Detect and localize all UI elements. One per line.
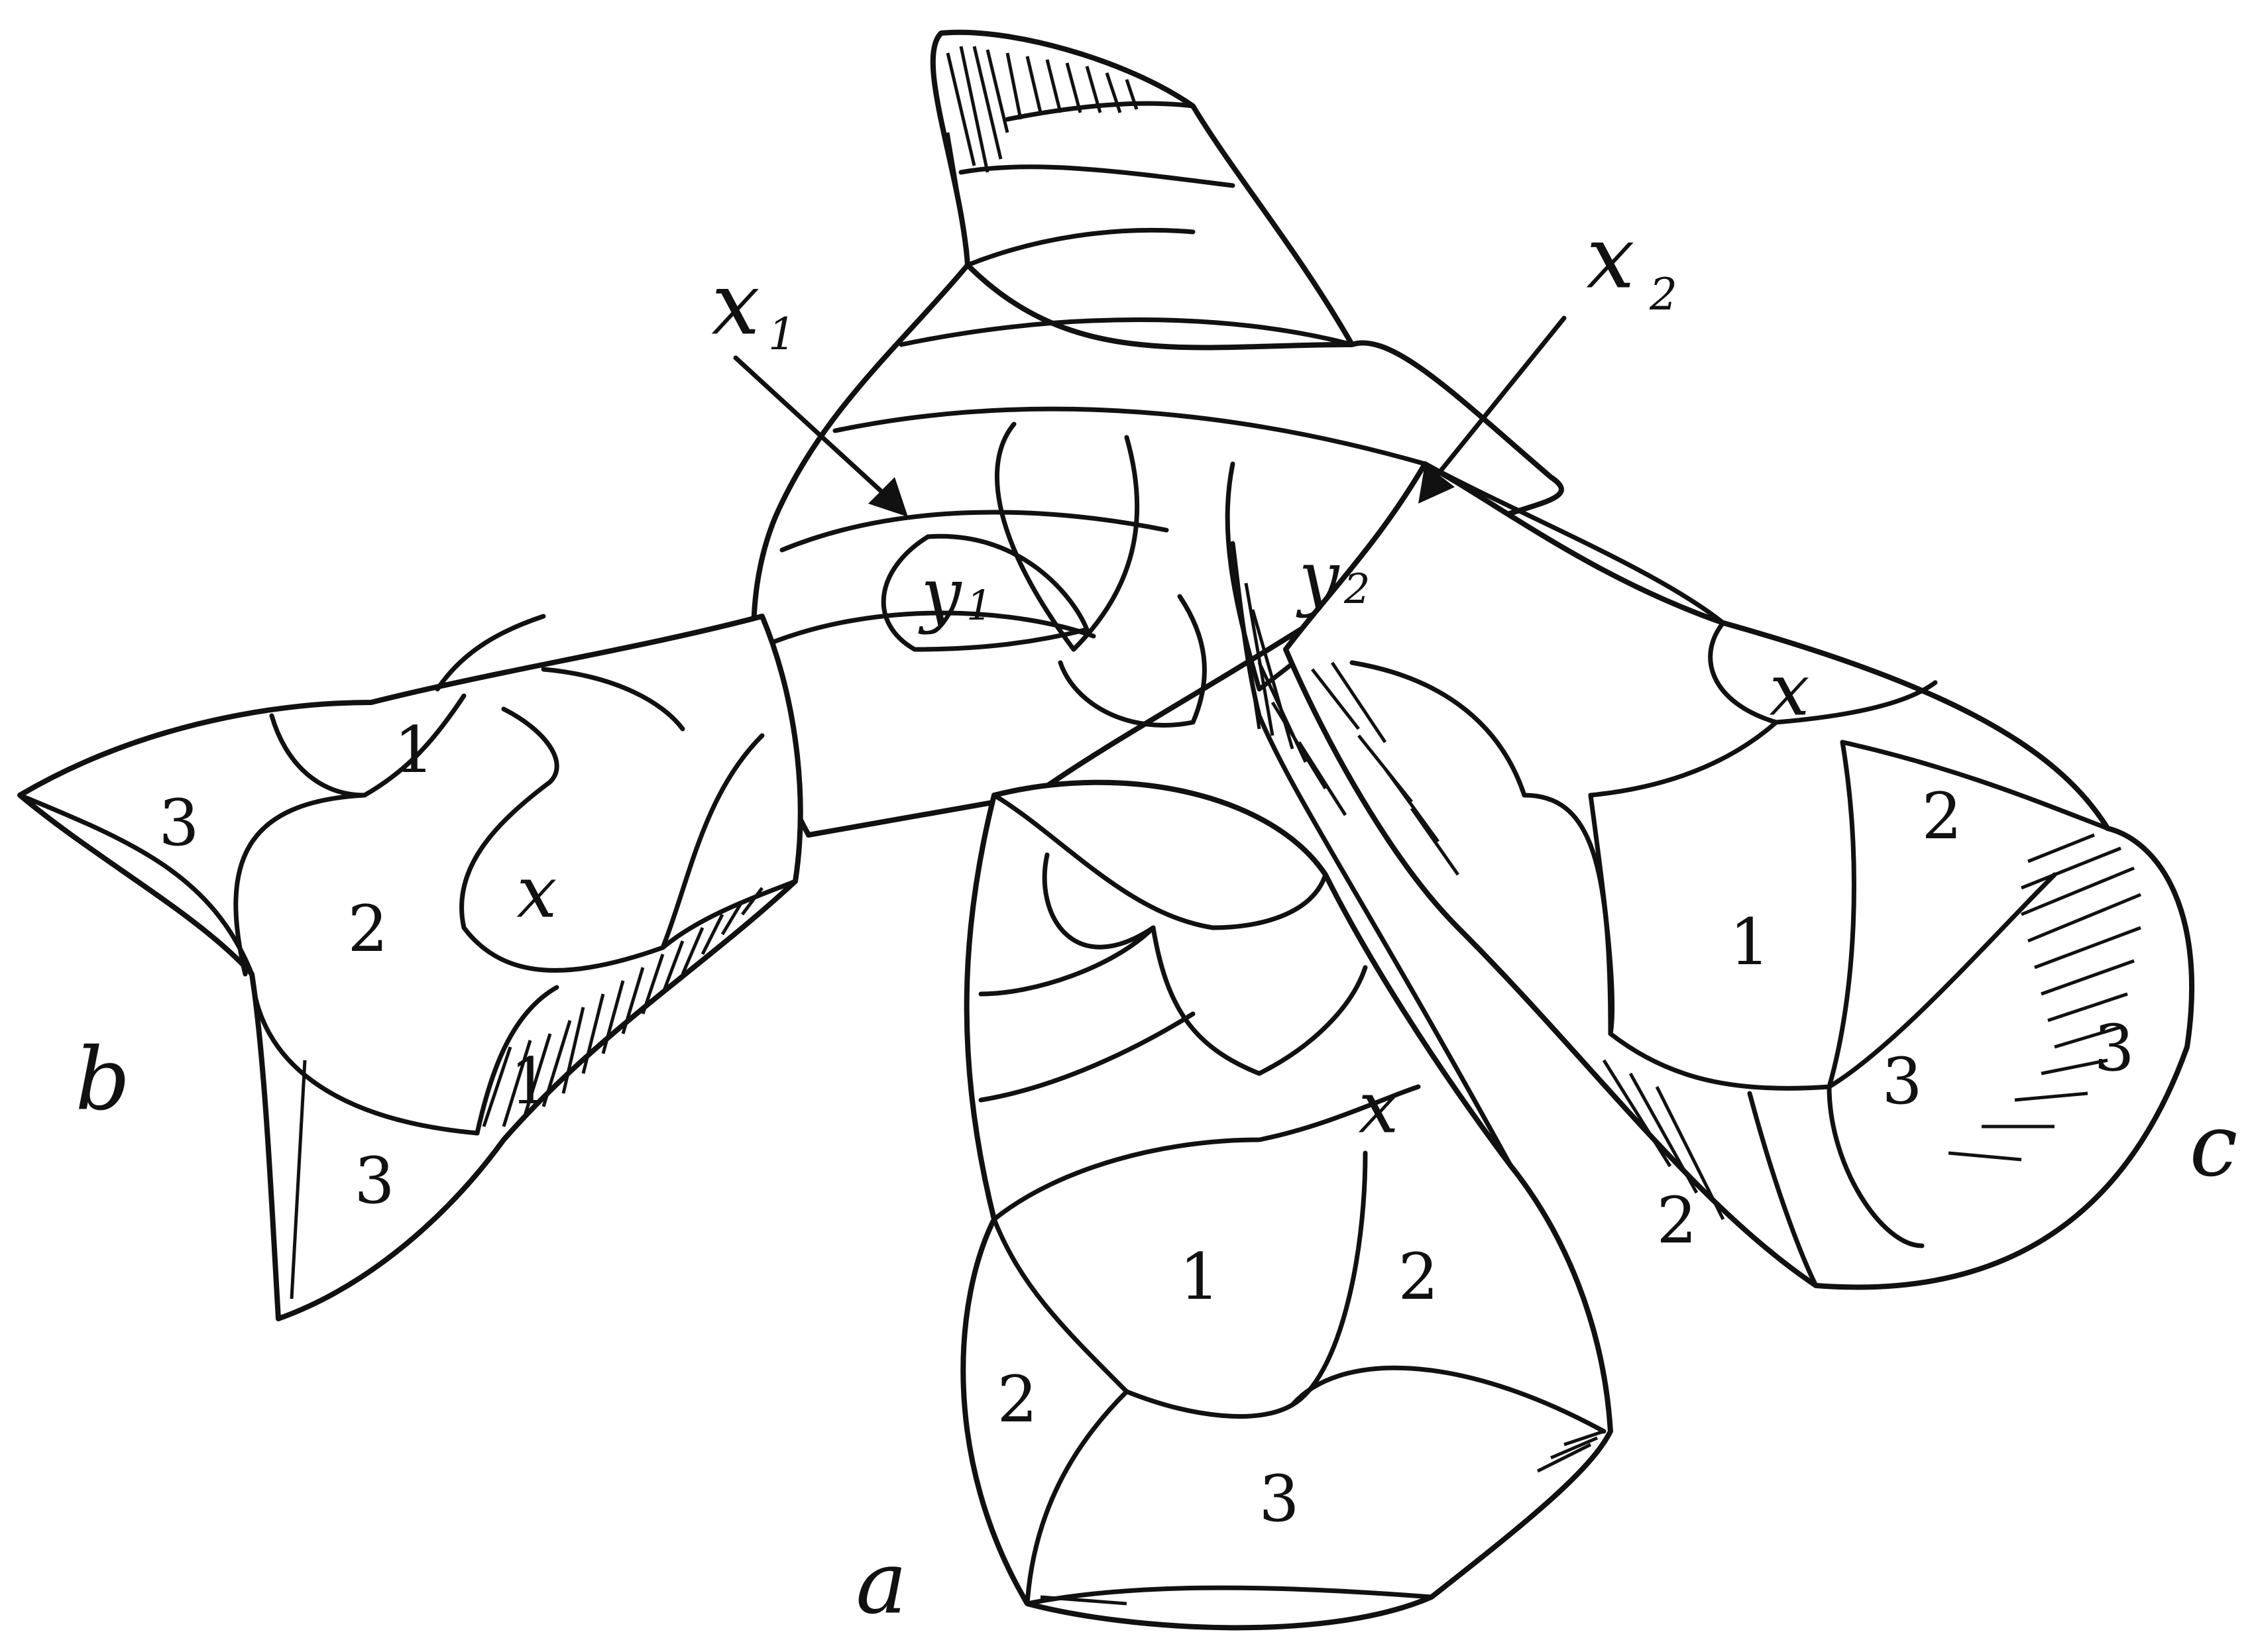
cell-a-3: 3 — [1259, 1462, 1299, 1536]
cell-y2-sub: 2 — [1343, 565, 1370, 613]
label-x2-sub: 2 — [1649, 269, 1677, 320]
cell-b-1: 1 — [394, 713, 434, 787]
branch-label-c: c — [2190, 1095, 2238, 1196]
cell-b-2: 2 — [347, 892, 388, 966]
cell-a-2-left: 2 — [997, 1362, 1037, 1437]
cell-b-x: x — [517, 851, 557, 934]
cell-a-1: 1 — [1179, 1240, 1219, 1314]
cell-c-2: 2 — [1921, 779, 1962, 854]
cell-c-3: 3 — [1882, 1044, 1922, 1119]
branch-label-b: b — [75, 1029, 130, 1130]
cell-a-2-right: 2 — [1398, 1240, 1438, 1314]
label-x1-sub: 1 — [768, 309, 796, 360]
cell-c-2-low: 2 — [1656, 1184, 1697, 1258]
cell-b-3-low: 3 — [354, 1144, 394, 1218]
label-x2: x 2 — [1586, 207, 1677, 321]
cell-b-3: 3 — [158, 786, 199, 860]
label-x1: x 1 — [711, 254, 796, 360]
cell-y2-base: y — [1295, 536, 1340, 619]
cell-a-x: x — [1359, 1066, 1399, 1149]
cell-y1-sub: 1 — [966, 581, 992, 630]
cell-y1-base: y — [917, 553, 962, 635]
cell-c-3-side: 3 — [2094, 1011, 2134, 1085]
label-x1-base: x — [711, 254, 760, 355]
cell-c-1: 1 — [1729, 905, 1770, 979]
cell-b-1-low: 1 — [510, 1044, 550, 1119]
cell-c-x: x — [1770, 649, 1810, 732]
branch-label-a: a — [856, 1533, 907, 1633]
label-x2-base: x — [1586, 207, 1634, 308]
